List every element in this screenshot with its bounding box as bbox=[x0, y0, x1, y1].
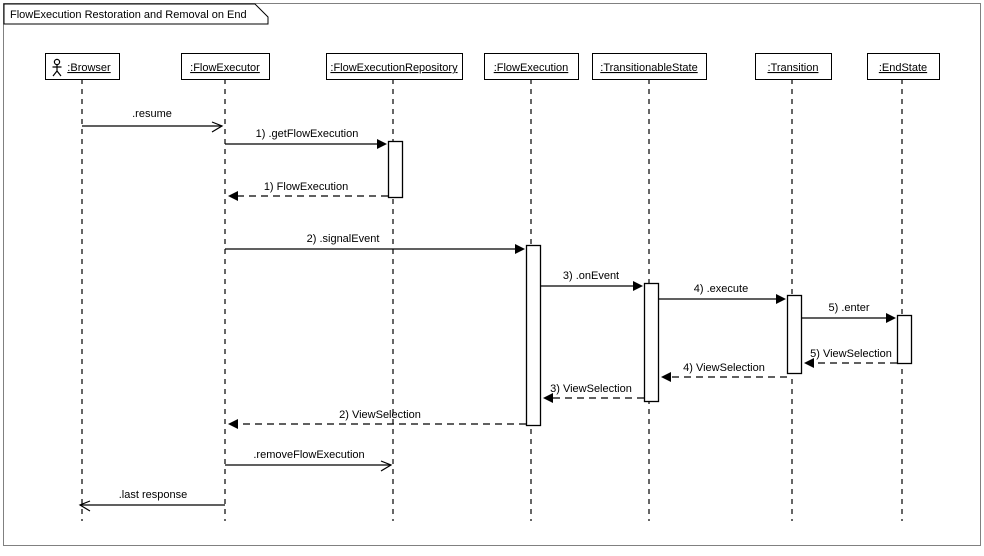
lifeline-end-state[interactable]: :EndState bbox=[867, 53, 940, 522]
lifeline-label-flow-execution: :FlowExecution bbox=[494, 62, 569, 74]
message-return-view-selection-3[interactable]: 3) ViewSelection bbox=[543, 383, 644, 403]
message-enter[interactable]: 5) .enter bbox=[801, 302, 896, 323]
message-arrowhead-open bbox=[380, 460, 393, 472]
activation-transition[interactable] bbox=[786, 294, 803, 375]
message-return-flow-execution[interactable]: 1) FlowExecution bbox=[228, 181, 388, 201]
message-arrowhead-filled bbox=[633, 281, 643, 291]
message-label: .last response bbox=[119, 489, 187, 501]
message-label: .removeFlowExecution bbox=[253, 449, 364, 461]
lifeline-head-transition[interactable] bbox=[755, 53, 832, 80]
message-get-flow-execution[interactable]: 1) .getFlowExecution bbox=[225, 128, 387, 149]
message-remove-flow-execution[interactable]: .removeFlowExecution bbox=[225, 449, 393, 472]
message-label: 4) .execute bbox=[694, 283, 748, 295]
lifeline-browser[interactable]: :Browser bbox=[45, 53, 120, 522]
message-arrowhead-filled bbox=[377, 139, 387, 149]
message-last-response[interactable]: .last response bbox=[78, 489, 225, 512]
diagram-title-label: FlowExecution Restoration and Removal on… bbox=[10, 9, 247, 21]
activation-flow-execution-repository[interactable] bbox=[387, 140, 404, 199]
message-label: 1) FlowExecution bbox=[264, 181, 348, 193]
message-label: 4) ViewSelection bbox=[683, 362, 765, 374]
lifeline-label-flow-execution-repository: :FlowExecutionRepository bbox=[330, 62, 458, 74]
message-arrowhead-filled bbox=[228, 419, 238, 429]
message-return-view-selection-5[interactable]: 5) ViewSelection bbox=[804, 348, 897, 368]
lifeline-head-transitionable-state[interactable] bbox=[592, 53, 707, 80]
lifeline-label-end-state: :EndState bbox=[879, 62, 927, 74]
message-label: 3) ViewSelection bbox=[550, 383, 632, 395]
message-on-event[interactable]: 3) .onEvent bbox=[540, 270, 643, 291]
message-label: 2) ViewSelection bbox=[339, 409, 421, 421]
diagram-frame bbox=[3, 3, 981, 546]
lifelines-layer: :Browser :FlowExecutor :FlowExecutionRepos… bbox=[45, 53, 940, 522]
actor-icon bbox=[52, 58, 62, 77]
message-execute[interactable]: 4) .execute bbox=[658, 283, 786, 304]
message-arrowhead-filled bbox=[776, 294, 786, 304]
message-arrowhead-filled bbox=[228, 191, 238, 201]
lifeline-label-flow-executor: :FlowExecutor bbox=[190, 62, 260, 74]
activation-end-state[interactable] bbox=[896, 314, 913, 365]
message-label: 3) .onEvent bbox=[563, 270, 619, 282]
activation-transitionable-state[interactable] bbox=[643, 282, 660, 403]
message-arrowhead-open bbox=[78, 500, 91, 512]
message-arrowhead-filled bbox=[543, 393, 553, 403]
activation-flow-execution[interactable] bbox=[525, 244, 542, 427]
lifeline-head-flow-executor[interactable] bbox=[181, 53, 270, 80]
messages-layer: .resume 1) .getFlowExecution 1) FlowExecut… bbox=[78, 108, 897, 512]
message-label: .resume bbox=[132, 108, 172, 120]
message-label: 2) .signalEvent bbox=[307, 233, 380, 245]
lifeline-label-browser: :Browser bbox=[67, 62, 111, 74]
lifeline-head-flow-execution-repository[interactable] bbox=[326, 53, 463, 80]
lifeline-head-flow-execution[interactable] bbox=[484, 53, 579, 80]
lifeline-label-transitionable-state: :TransitionableState bbox=[600, 62, 697, 74]
message-label: 5) ViewSelection bbox=[810, 348, 892, 360]
message-arrowhead-filled bbox=[804, 358, 814, 368]
message-label: 5) .enter bbox=[829, 302, 870, 314]
message-return-view-selection-4[interactable]: 4) ViewSelection bbox=[661, 362, 787, 382]
lifeline-flow-executor[interactable]: :FlowExecutor bbox=[181, 53, 270, 522]
message-return-view-selection-2[interactable]: 2) ViewSelection bbox=[228, 409, 526, 429]
message-resume[interactable]: .resume bbox=[82, 108, 224, 133]
message-label: 1) .getFlowExecution bbox=[256, 128, 359, 140]
diagram-title-tab bbox=[3, 3, 269, 25]
message-arrowhead-filled bbox=[886, 313, 896, 323]
message-arrowhead-filled bbox=[515, 244, 525, 254]
activations-layer bbox=[387, 140, 913, 427]
lifeline-head-end-state[interactable] bbox=[867, 53, 940, 80]
message-arrowhead-filled bbox=[661, 372, 671, 382]
message-arrowhead-open bbox=[211, 121, 224, 133]
lifeline-transition[interactable]: :Transition bbox=[755, 53, 832, 522]
message-signal-event[interactable]: 2) .signalEvent bbox=[225, 233, 525, 254]
lifeline-transitionable-state[interactable]: :TransitionableState bbox=[592, 53, 707, 522]
lifeline-label-transition: :Transition bbox=[768, 62, 819, 74]
